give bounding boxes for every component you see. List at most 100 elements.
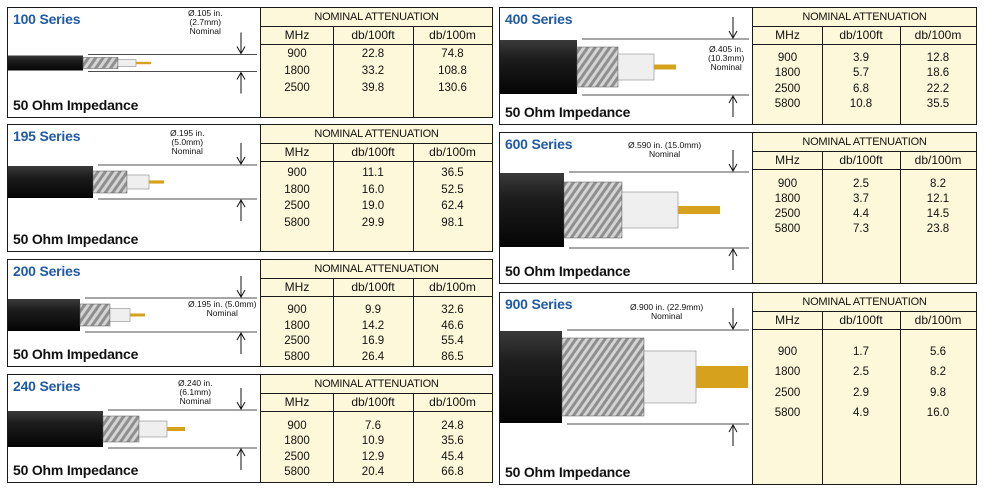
diameter-line: Nominal xyxy=(710,62,742,72)
column-header: MHz xyxy=(261,394,333,412)
cable-jacket xyxy=(8,299,80,331)
diameter-label: Ø.105 in.(2.7mm)Nominal xyxy=(188,9,223,36)
table-cell: 900 xyxy=(287,304,307,316)
table-cell: 52.5 xyxy=(441,183,464,196)
cable-jacket xyxy=(8,411,103,447)
column-header: db/100ft xyxy=(822,152,900,170)
dielectric xyxy=(126,174,150,190)
column-divider xyxy=(822,27,823,124)
arrow-up-icon xyxy=(728,247,738,257)
table-cell: 16.9 xyxy=(361,335,385,348)
cable-illustration xyxy=(500,17,749,117)
table-cell: 20.4 xyxy=(361,465,385,478)
table-cell: 5800 xyxy=(774,222,801,235)
table-cell: 5800 xyxy=(774,406,801,419)
table-cell: 5.7 xyxy=(853,67,869,80)
cable-illustration xyxy=(8,276,257,354)
series-title: 600 Series xyxy=(505,136,573,152)
series-title: 100 Series xyxy=(13,11,81,27)
table-cell: 66.8 xyxy=(441,465,464,478)
table-cell: 62.4 xyxy=(441,200,464,212)
column-divider xyxy=(822,312,823,484)
column-header: db/100ft xyxy=(333,27,413,45)
column-divider xyxy=(413,27,414,117)
center-conductor xyxy=(167,427,185,431)
table-cell: 9.8 xyxy=(930,386,946,399)
table-cell: 36.5 xyxy=(441,167,464,179)
table-cell: 46.6 xyxy=(441,319,464,332)
cable-illustration xyxy=(500,308,749,446)
cable-illustration xyxy=(500,150,749,270)
column-header: MHz xyxy=(261,27,333,45)
dielectric xyxy=(643,350,697,404)
table-cell: 22.8 xyxy=(361,48,385,60)
diameter-line: Ø.105 in. xyxy=(188,8,223,18)
table-header: NOMINAL ATTENUATION xyxy=(261,375,492,394)
column-divider xyxy=(822,152,823,283)
cable-illustration xyxy=(8,32,257,94)
table-cell: 55.4 xyxy=(441,335,464,348)
table-cell: 14.2 xyxy=(361,319,385,332)
table-cell: 1800 xyxy=(284,65,310,77)
diameter-label: Ø.195 in. (5.0mm)Nominal xyxy=(188,300,257,318)
column-header: MHz xyxy=(753,312,822,330)
table-cell: 32.6 xyxy=(441,304,464,316)
series-title: 400 Series xyxy=(505,11,573,27)
column-header: db/100ft xyxy=(333,144,413,162)
table-cell: 1800 xyxy=(284,183,310,196)
table-cell: 23.8 xyxy=(926,222,950,235)
diameter-line: Nominal xyxy=(206,308,238,318)
diameter-label: Ø.590 in. (15.0mm)Nominal xyxy=(628,141,701,159)
table-cell: 11.1 xyxy=(362,167,384,179)
column-header: db/100ft xyxy=(822,27,900,45)
arrow-down-icon xyxy=(728,321,738,331)
table-cell: 900 xyxy=(777,178,798,190)
braid-shield xyxy=(576,46,619,88)
diameter-line: Ø.240 in. xyxy=(178,378,213,388)
table-cell: 33.2 xyxy=(361,65,385,77)
table-cell: 35.5 xyxy=(926,97,950,110)
column-header: db/100m xyxy=(413,394,492,412)
column-divider xyxy=(333,27,334,117)
center-conductor xyxy=(678,206,720,214)
dielectric xyxy=(621,191,679,229)
column-header: db/100m xyxy=(900,27,976,45)
braid-shield xyxy=(561,337,645,417)
table-cell: 24.8 xyxy=(441,420,464,432)
dielectric xyxy=(138,420,168,438)
impedance-label: 50 Ohm Impedance xyxy=(13,462,139,478)
center-conductor xyxy=(654,64,676,70)
impedance-label: 50 Ohm Impedance xyxy=(13,231,139,247)
dielectric xyxy=(617,53,655,81)
table-cell: 16.0 xyxy=(361,183,385,196)
table-cell: 2500 xyxy=(284,335,310,348)
table-cell: 4.9 xyxy=(853,406,869,419)
column-divider xyxy=(413,144,414,251)
diameter-line: (2.7mm) xyxy=(189,17,222,27)
table-cell: 12.8 xyxy=(926,52,950,64)
table-cell: 1800 xyxy=(284,319,310,332)
arrow-up-icon xyxy=(728,423,738,433)
table-cell: 7.3 xyxy=(853,222,869,235)
table-cell: 2500 xyxy=(284,200,310,212)
diameter-line: Ø.405 in. xyxy=(708,44,744,54)
diameter-label: Ø.900 in. (22.9mm)Nominal xyxy=(630,303,703,321)
table-cell: 12.1 xyxy=(926,192,950,205)
table-cell: 35.6 xyxy=(441,435,464,448)
table-header: NOMINAL ATTENUATION xyxy=(261,125,492,144)
arrow-down-icon xyxy=(236,46,246,55)
column-divider xyxy=(333,144,334,251)
table-cell: 2.5 xyxy=(853,366,869,379)
cable-illustration xyxy=(8,388,257,470)
table-cell: 1800 xyxy=(774,67,801,80)
table-cell: 1800 xyxy=(774,192,801,205)
arrow-up-icon xyxy=(236,71,246,80)
table-header: NOMINAL ATTENUATION xyxy=(753,133,976,152)
column-header: MHz xyxy=(261,144,333,162)
table-cell: 29.9 xyxy=(361,216,385,229)
